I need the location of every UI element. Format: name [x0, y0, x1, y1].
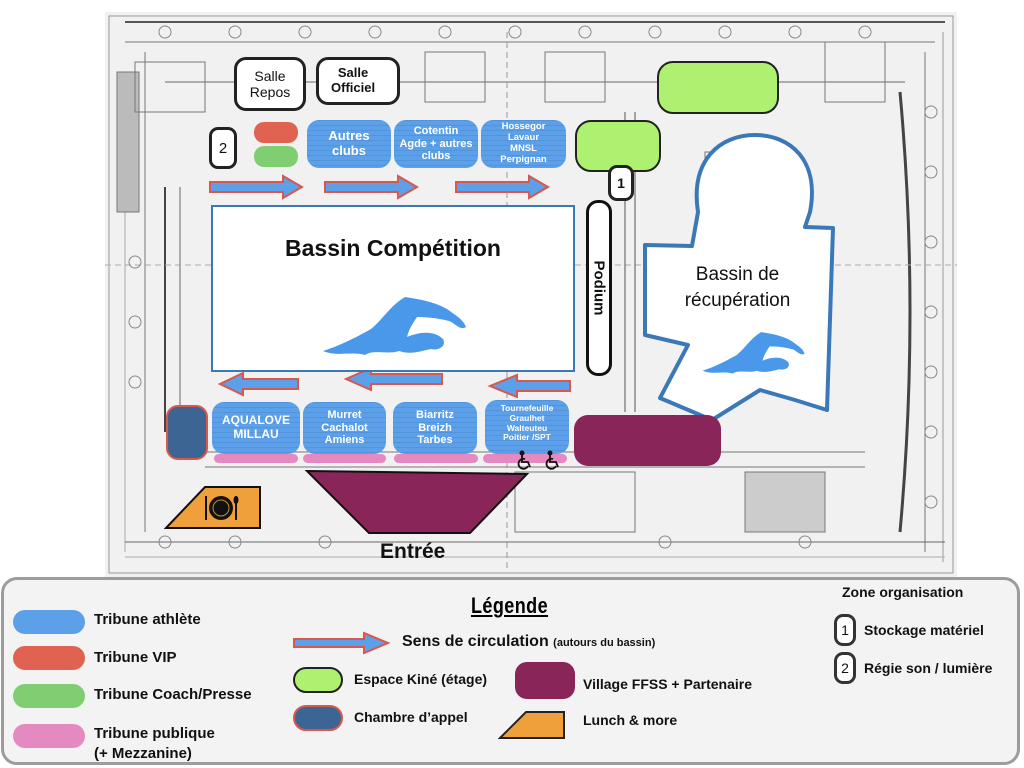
tribune-athlete-bottom-2: Murret Cachalot Amiens — [303, 402, 386, 454]
legend-circulation-note: (autours du bassin) — [553, 637, 656, 649]
zone-org-marker-2: 2 — [834, 652, 856, 684]
competition-pool-label: Bassin Compétition — [285, 235, 501, 261]
tribune-publique-3 — [394, 454, 478, 463]
village-ffss-partenaire — [574, 415, 721, 466]
tribune-athlete-bottom-4: Tournefeuille Graulhet Walteuteu Poitier… — [485, 400, 569, 454]
zone-marker-2: 2 — [209, 127, 237, 169]
legend-label-lunch: Lunch & more — [583, 712, 678, 728]
legend-label-kine: Espace Kiné (étage) — [354, 671, 488, 687]
tribune-publique-2 — [303, 454, 386, 463]
legend-label-circulation: Sens de circulation (autours du bassin) — [402, 633, 655, 651]
legend-circulation-main: Sens de circulation — [402, 633, 549, 650]
legend-swatch-chambre — [293, 705, 343, 731]
recovery-pool — [643, 133, 835, 422]
legend-label-tribune-athlete: Tribune athlète — [94, 611, 201, 628]
tribune-athlete-bottom-1: AQUALOVE MILLAU — [212, 402, 300, 454]
legend-arrow-icon — [293, 631, 391, 655]
circulation-arrows — [209, 174, 571, 399]
legend-swatch-lunch — [498, 711, 565, 739]
tribune-athlete-top-2: Cotentin Agde + autres clubs — [394, 120, 478, 168]
legend-title: Légende — [471, 593, 549, 618]
arrow-right-1 — [209, 174, 304, 200]
arrow-left-2 — [343, 366, 443, 392]
legend-swatch-village — [515, 662, 575, 699]
wheelchair-icon — [517, 450, 559, 470]
tribune-athlete-top-1: Autres clubs — [307, 120, 391, 168]
village-entrance-zone — [304, 469, 530, 534]
kine-area-side — [575, 120, 661, 172]
legend-swatch-kine — [293, 667, 343, 693]
legend-swatch-tribune-athlete — [13, 610, 85, 634]
entrance-area — [163, 469, 530, 534]
salle-repos: Salle Repos — [234, 57, 306, 111]
entrance-label: Entrée — [380, 540, 446, 563]
arrow-right-3 — [455, 174, 550, 200]
chambre-appel — [166, 405, 208, 460]
legend-label-tribune-vip: Tribune VIP — [94, 649, 177, 666]
kine-area-upper — [657, 61, 779, 114]
plate-cutlery-icon — [205, 496, 239, 520]
legend-label-tribune-publique: Tribune publique (+ Mezzanine) — [94, 725, 215, 762]
swimmer-icon-recovery — [702, 332, 805, 374]
legend-label-village: Village FFSS + Partenaire — [583, 676, 752, 692]
tribune-publique-1 — [214, 454, 298, 463]
tribune-athlete-bottom-3: Biarritz Breizh Tarbes — [393, 402, 477, 454]
tribune-coach-presse — [254, 146, 298, 167]
legend-swatch-tribune-publique — [13, 724, 85, 748]
arrow-left-3 — [487, 373, 571, 399]
arrow-right-2 — [324, 174, 419, 200]
zone-org-marker-1: 1 — [834, 614, 856, 646]
legend-panel: Tribune athlète Tribune VIP Tribune Coac… — [1, 577, 1020, 765]
zone-org-label-2: Régie son / lumière — [864, 660, 993, 676]
zone-org-label-1: Stockage matériel — [864, 622, 984, 638]
zone-marker-1: 1 — [608, 165, 634, 201]
legend-label-chambre: Chambre d’appel — [354, 709, 468, 725]
legend-swatch-tribune-vip — [13, 646, 85, 670]
swimmer-icon — [323, 297, 466, 355]
zone-org-title: Zone organisation — [842, 584, 964, 600]
arrow-left-1 — [217, 371, 299, 397]
competition-pool: Bassin Compétition — [211, 205, 575, 372]
legend-label-tribune-coach: Tribune Coach/Presse — [94, 686, 252, 703]
legend-swatch-tribune-coach — [13, 684, 85, 708]
podium: Podium — [586, 200, 612, 376]
salle-officiel: Salle Officiel — [316, 57, 400, 105]
recovery-pool-label: Bassin de récupération — [684, 264, 791, 311]
tribune-vip — [254, 122, 298, 143]
tribune-athlete-top-3: Hossegor Lavaur MNSL Perpignan — [481, 120, 566, 168]
